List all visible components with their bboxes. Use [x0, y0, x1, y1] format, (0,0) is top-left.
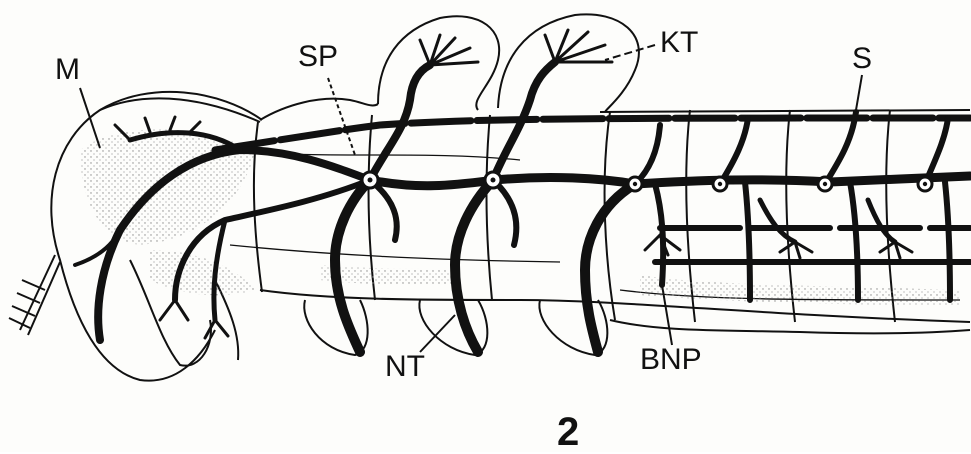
leader-kt — [605, 45, 655, 60]
label-m: M — [55, 55, 80, 85]
leader-sp — [328, 78, 355, 155]
label-s: S — [852, 44, 872, 74]
figure-number: 2 — [557, 412, 579, 452]
label-kt: KT — [660, 28, 698, 58]
leader-m — [80, 88, 100, 148]
leader-s — [856, 75, 862, 110]
label-bnp: BNP — [640, 345, 702, 375]
label-sp: SP — [298, 42, 338, 72]
label-nt: NT — [385, 352, 425, 382]
